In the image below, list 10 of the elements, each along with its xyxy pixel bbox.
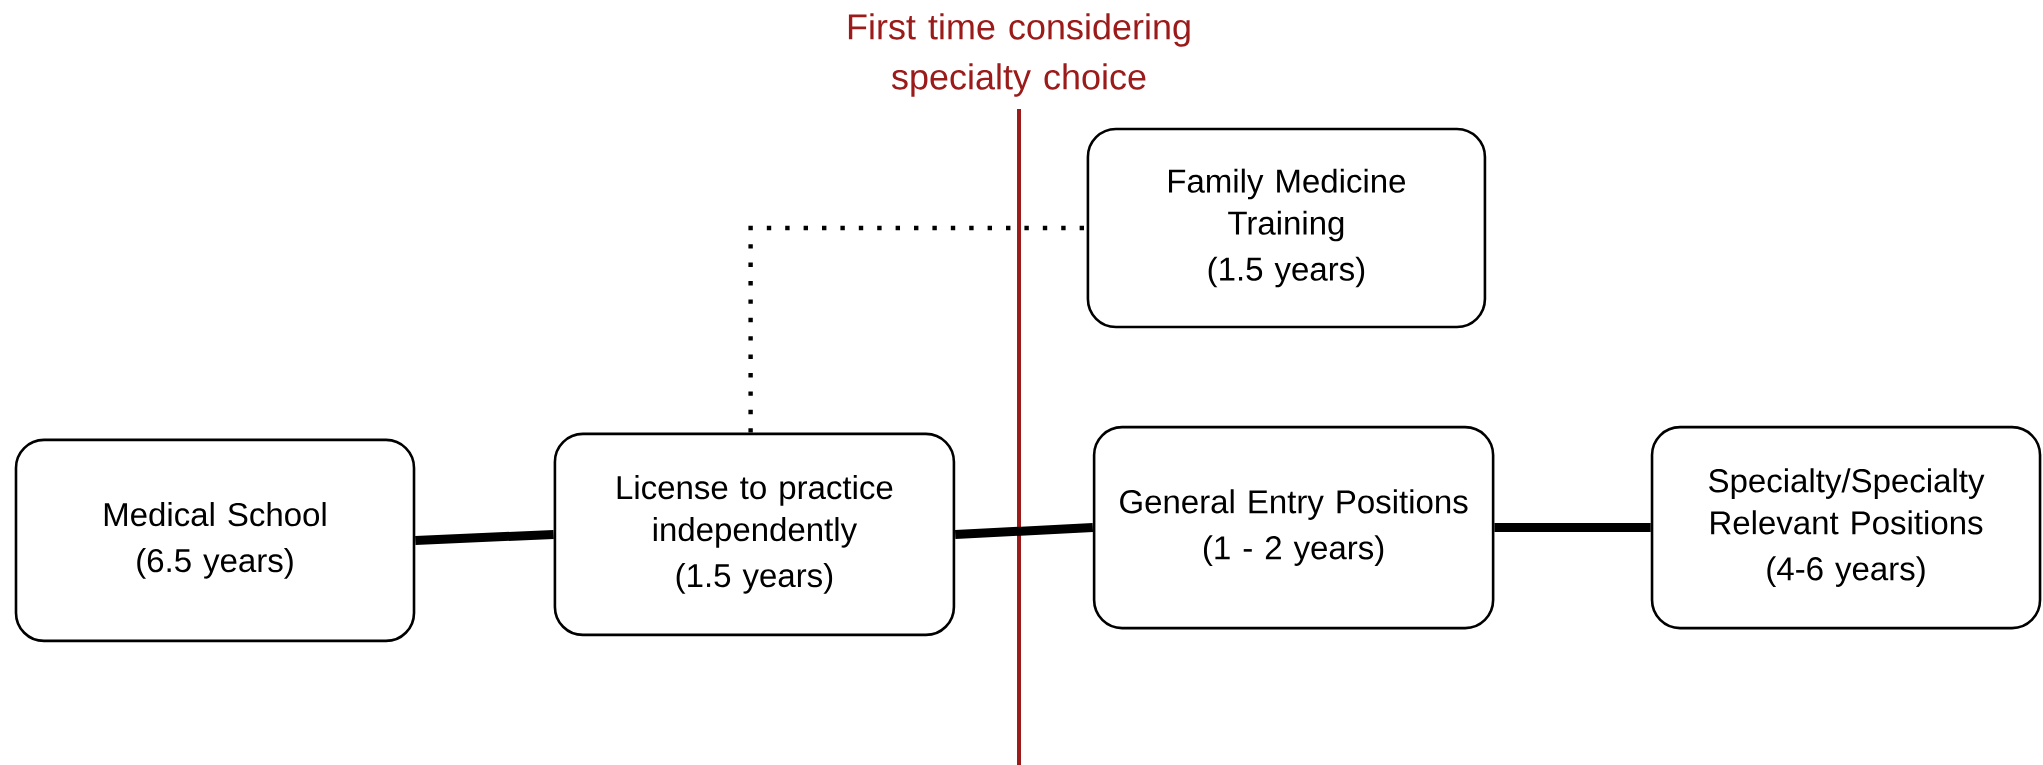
marker-label: First time considering specialty choice (848, 13, 1190, 97)
dotted-connector (748, 225, 1087, 433)
stage-box: Medical School (6.5 years) (14, 438, 416, 643)
stage-box: General Entry Positions (1 - 2 years) (1092, 425, 1495, 630)
connector-line (1494, 523, 1651, 533)
stage-box: Family Medicine Training (1.5 years) (1086, 127, 1487, 329)
connector-line (415, 529, 554, 545)
connector-line (955, 523, 1094, 539)
stage-box: Specialty/Specialty Relevant Positions (4-6 years) (1650, 425, 2042, 630)
stage-box: License to practice independently (1.5 years) (553, 432, 956, 637)
